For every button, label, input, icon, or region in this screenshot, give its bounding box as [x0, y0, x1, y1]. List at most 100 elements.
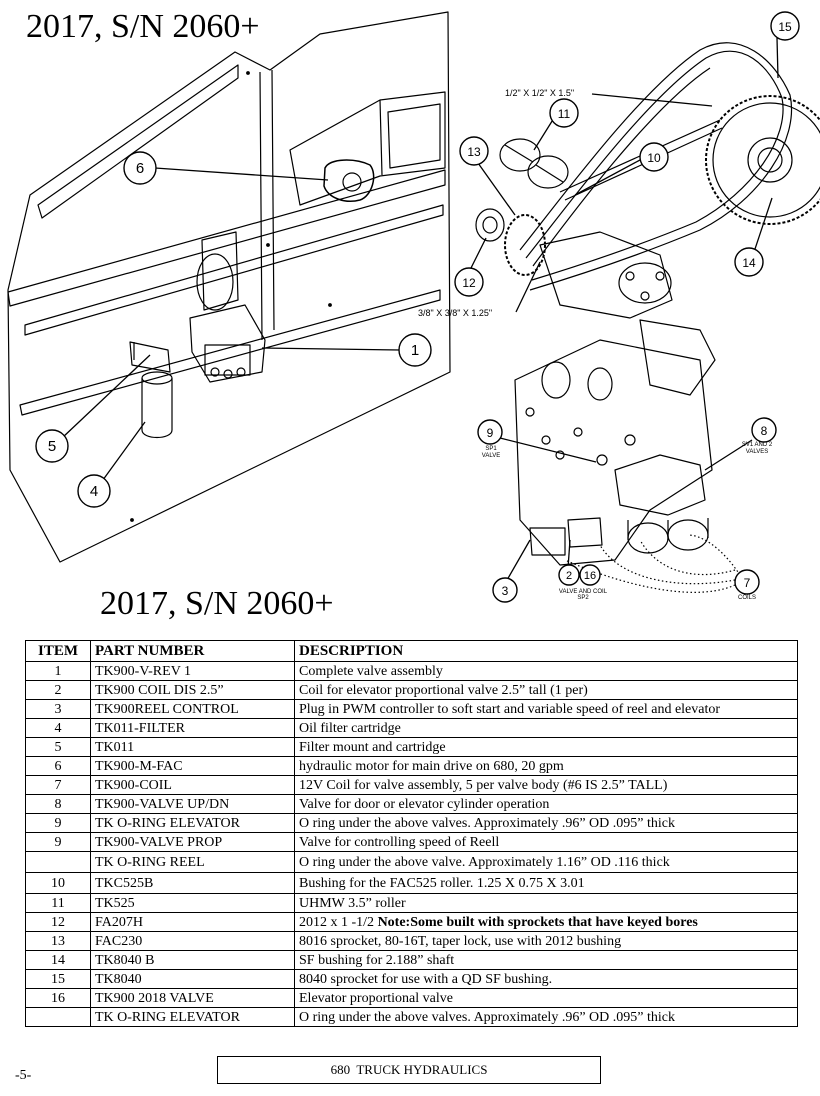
footer-section-title: 680 TRUCK HYDRAULICS: [217, 1056, 601, 1084]
column-header-description: DESCRIPTION: [294, 640, 798, 662]
item-cell: [25, 851, 91, 873]
callout-13: 13: [467, 145, 481, 159]
callout-15: 15: [778, 20, 792, 34]
item-cell: [25, 1007, 91, 1027]
description-cell: Plug in PWM controller to soft start and…: [294, 699, 798, 719]
item-cell: 10: [25, 872, 91, 894]
callout-11: 11: [558, 107, 571, 121]
sp1-valve-label: VALVE: [482, 453, 500, 459]
valve-and-coil-label: VALVE AND COIL: [559, 589, 608, 595]
description-cell: O ring under the above valves. Approxima…: [294, 1007, 798, 1027]
callout-5: 5: [48, 438, 56, 455]
part-number-cell: TK900-V-REV 1: [90, 661, 295, 681]
item-cell: 14: [25, 950, 91, 970]
description-cell: Valve for controlling speed of Reell: [294, 832, 798, 852]
description-cell: SF bushing for 2.188” shaft: [294, 950, 798, 970]
part-number-cell: FA207H: [90, 912, 295, 932]
item-cell: 4: [25, 718, 91, 738]
column-header-part-number: PART NUMBER: [90, 640, 295, 662]
description-cell: Complete valve assembly: [294, 661, 798, 681]
part-number-cell: TK900 COIL DIS 2.5”: [90, 680, 295, 700]
part-number-cell: TK900-VALVE UP/DN: [90, 794, 295, 814]
part-number-cell: TK900-COIL: [90, 775, 295, 795]
callout-9: 9: [487, 426, 494, 440]
description-cell: O ring under the above valves. Approxima…: [294, 813, 798, 833]
description-cell: Coil for elevator proportional valve 2.5…: [294, 680, 798, 700]
item-cell: 16: [25, 988, 91, 1008]
item-cell: 6: [25, 756, 91, 776]
description-cell: UHMW 3.5” roller: [294, 893, 798, 913]
item-cell: 7: [25, 775, 91, 795]
part-number-cell: TK8040: [90, 969, 295, 989]
item-cell: 8: [25, 794, 91, 814]
callout-4: 4: [90, 483, 98, 500]
exploded-parts-diagram: 6 1 5 4 11 10 13 12 14 15 9 8 3 2 16 7 1…: [7, 11, 820, 603]
description-cell: Elevator proportional valve: [294, 988, 798, 1008]
callout-8: 8: [761, 424, 768, 438]
drive-assembly-drawing: [475, 42, 820, 566]
part-number-cell: TK O-RING ELEVATOR: [90, 813, 295, 833]
part-number-cell: TKC525B: [90, 872, 295, 894]
callout-1: 1: [411, 342, 419, 359]
callout-circles: [35, 11, 800, 603]
item-cell: 9: [25, 832, 91, 852]
sv-label: SV1 AND 2: [742, 442, 773, 448]
part-number-cell: TK O-RING REEL: [90, 851, 295, 873]
description-cell: hydraulic motor for main drive on 680, 2…: [294, 756, 798, 776]
description-cell: 8040 sprocket for use with a QD SF bushi…: [294, 969, 798, 989]
page-title: 2017, S/N 2060+: [26, 8, 260, 45]
part-number-cell: FAC230: [90, 931, 295, 951]
item-cell: 11: [25, 893, 91, 913]
leader-lines: [61, 37, 779, 581]
callout-7: 7: [744, 576, 751, 590]
callout-12: 12: [462, 276, 476, 290]
section-title: 2017, S/N 2060+: [100, 585, 334, 622]
sv-valves-label: VALVES: [746, 449, 768, 455]
part-number-cell: TK900 2018 VALVE: [90, 988, 295, 1008]
part-number-cell: TK525: [90, 893, 295, 913]
part-number-cell: TK900REEL CONTROL: [90, 699, 295, 719]
description-cell: Oil filter cartridge: [294, 718, 798, 738]
part-number-cell: TK011: [90, 737, 295, 757]
part-number-cell: TK011-FILTER: [90, 718, 295, 738]
description-cell: O ring under the above valve. Approximat…: [294, 851, 798, 873]
callout-2: 2: [566, 570, 572, 582]
description-cell: 2012 x 1 -1/2 Note:Some built with sproc…: [294, 912, 798, 932]
item-cell: 15: [25, 969, 91, 989]
item-cell: 5: [25, 737, 91, 757]
description-cell: Bushing for the FAC525 roller. 1.25 X 0.…: [294, 872, 798, 894]
part-number-cell: TK900-VALVE PROP: [90, 832, 295, 852]
description-cell: Valve for door or elevator cylinder oper…: [294, 794, 798, 814]
part-number-cell: TK8040 B: [90, 950, 295, 970]
callout-3: 3: [502, 584, 509, 598]
table-header-row: ITEM PART NUMBER DESCRIPTION: [25, 640, 798, 662]
description-note: Note:Some built with sprockets that have…: [377, 914, 698, 930]
coils-label: COILS: [738, 595, 756, 601]
description-cell: Filter mount and cartridge: [294, 737, 798, 757]
item-cell: 9: [25, 813, 91, 833]
callout-6: 6: [136, 160, 144, 177]
part-number-cell: TK900-M-FAC: [90, 756, 295, 776]
callout-16: 16: [584, 570, 596, 582]
item-cell: 2: [25, 680, 91, 700]
